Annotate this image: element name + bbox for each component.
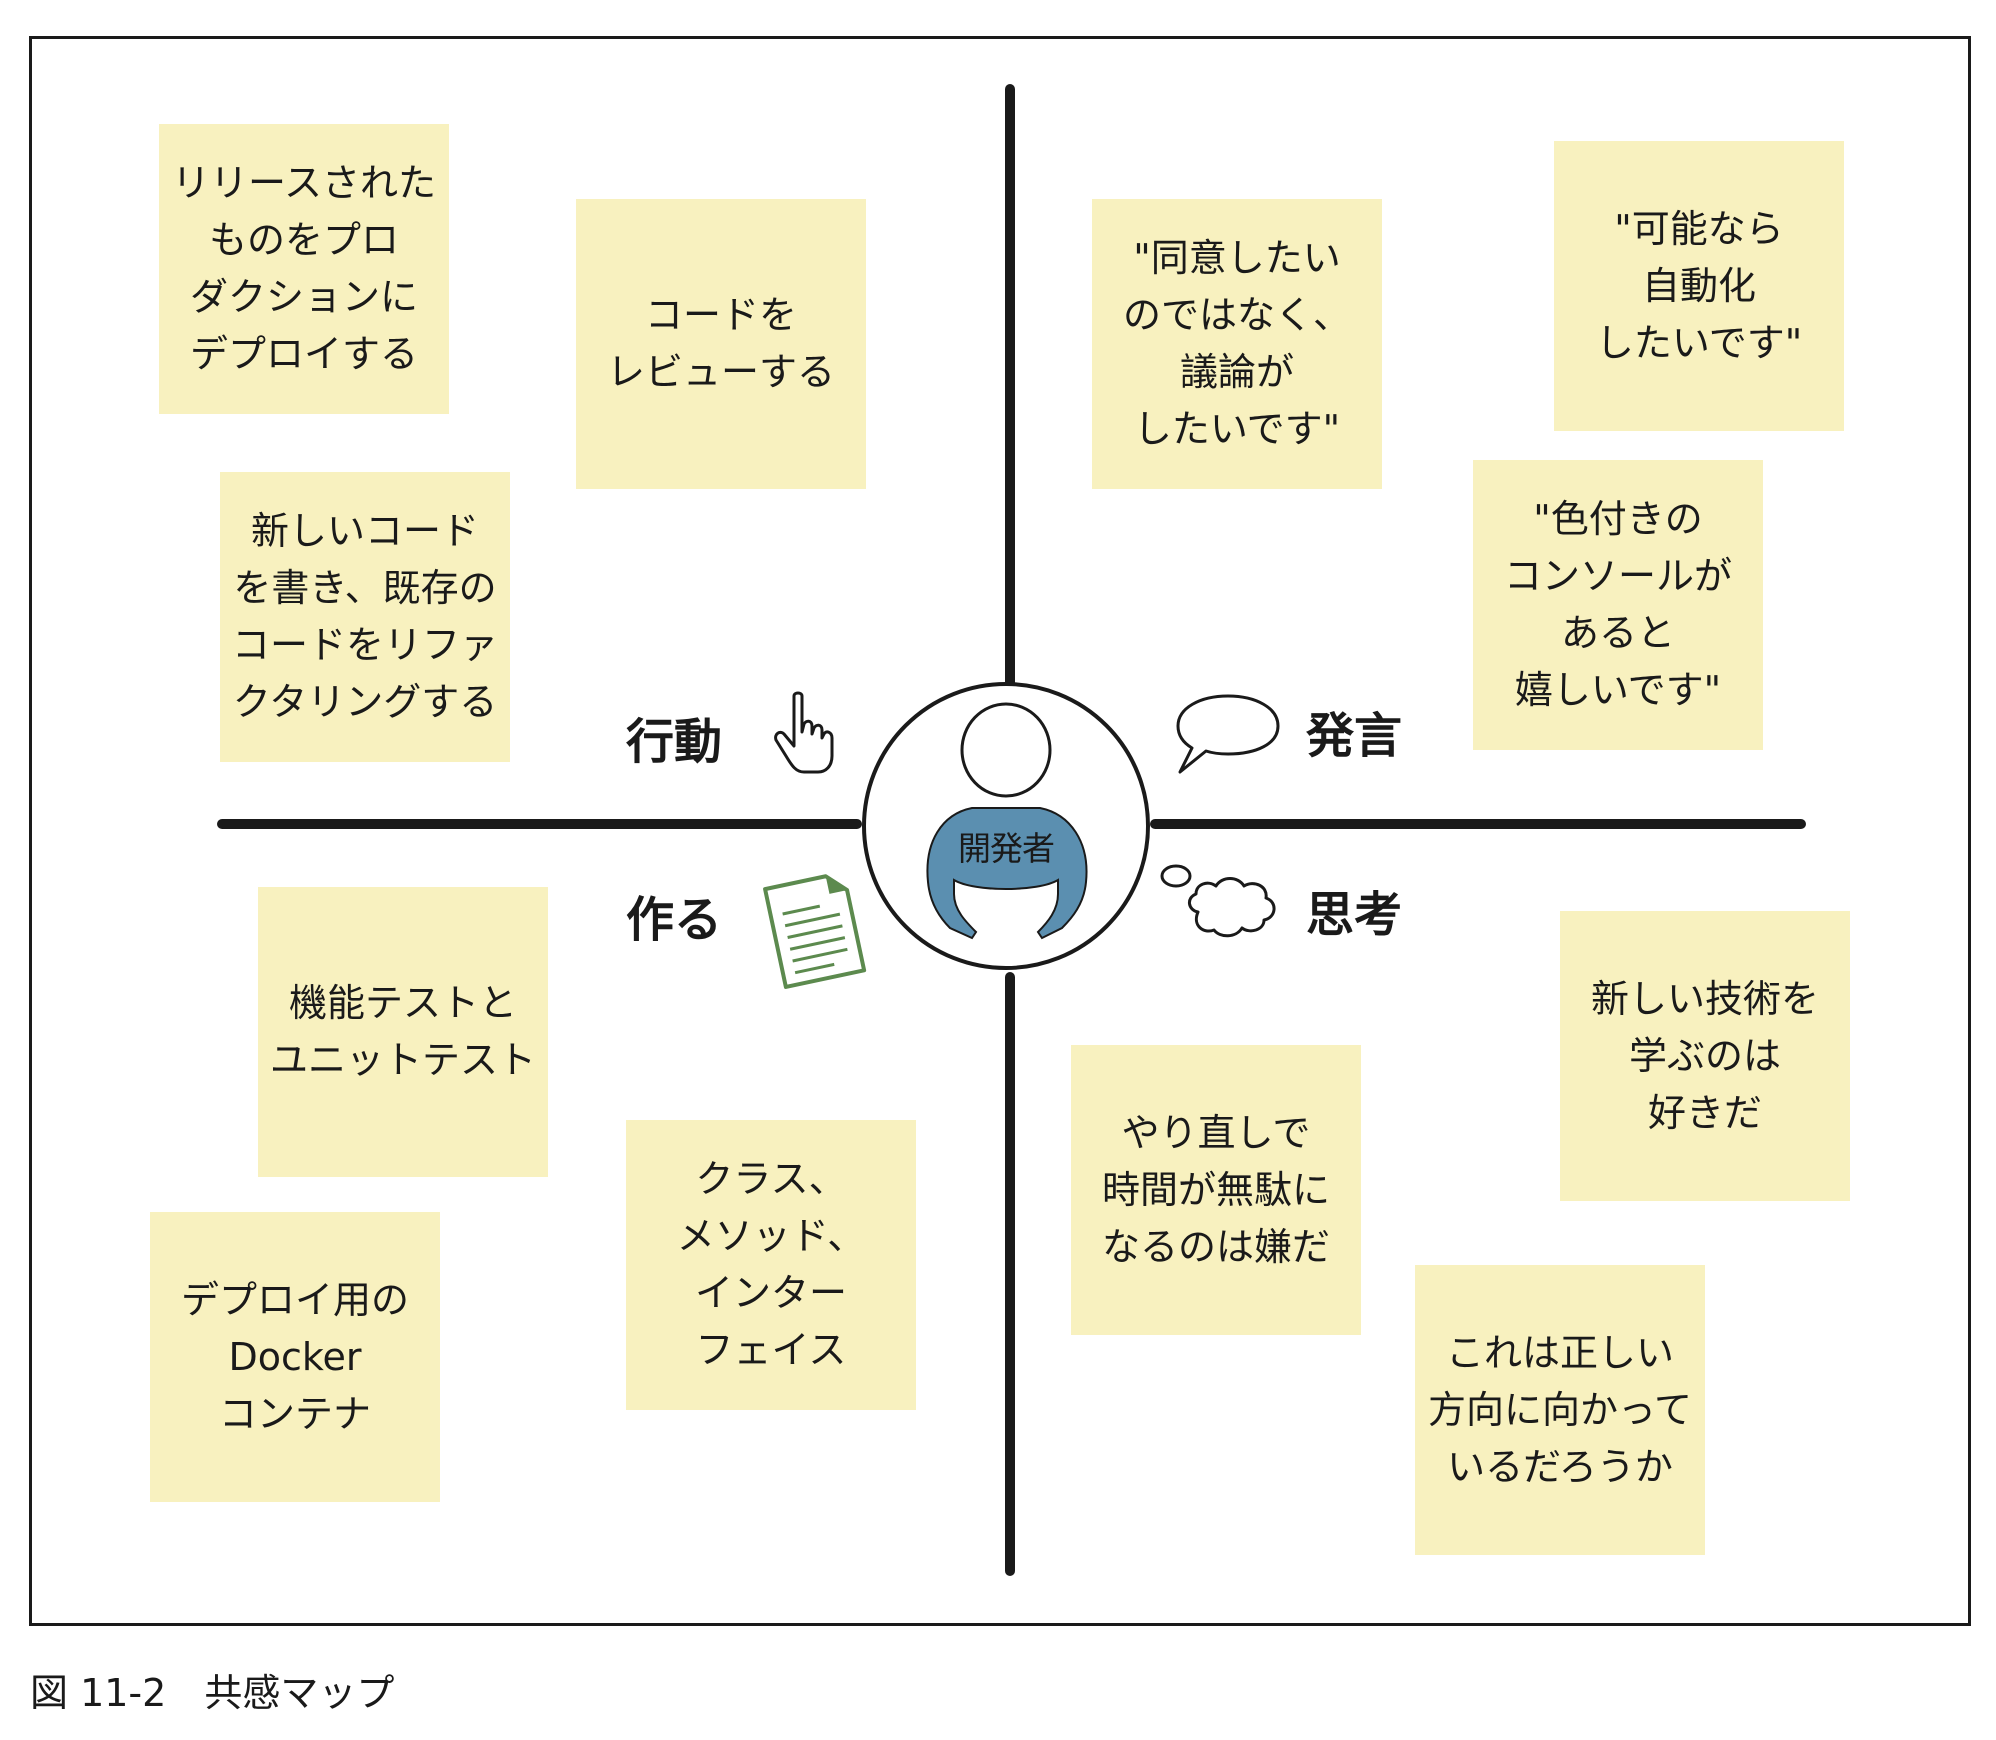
sticky-note-action-1: リリースされた ものをプロ ダクションに デプロイする [159,124,449,414]
note-text: 新しいコード を書き、既存の コードをリファ クタリングする [231,509,498,724]
developer-label: 開発者 [958,829,1055,868]
sticky-note-think-1: 新しい技術を 学ぶのは 好きだ [1560,911,1850,1201]
sticky-note-think-3: これは正しい 方向に向かって いるだろうか [1415,1265,1705,1555]
speech-bubble-icon [1176,694,1280,774]
note-text: "同意したい のではなく、 議論が したいです" [1122,236,1351,451]
sticky-note-speech-3: "色付きの コンソールが あると 嬉しいです" [1473,460,1763,750]
figure-caption: 図 11-2 共感マップ [30,1671,395,1715]
vertical-axis-bottom [1005,972,1015,1576]
sticky-note-make-2: デプロイ用の Docker コンテナ [150,1212,440,1502]
note-text: "色付きの コンソールが あると 嬉しいです" [1503,497,1732,712]
note-text: コードを レビューする [606,293,835,394]
note-text: これは正しい 方向に向かって いるだろうか [1427,1330,1693,1489]
quadrant-label-action: 行動 [626,714,723,770]
person-body [926,807,1088,940]
note-text: デプロイ用の Docker コンテナ [180,1277,409,1436]
horizontal-axis-left [217,819,862,829]
sticky-note-think-2: やり直しで 時間が無駄に なるのは嫌だ [1071,1045,1361,1335]
sticky-note-action-3: 新しいコード を書き、既存の コードをリファ クタリングする [220,472,510,762]
note-text: 新しい技術を 学ぶのは 好きだ [1590,976,1819,1135]
vertical-axis-top [1005,84,1015,692]
document-icon [763,874,867,989]
person-head [960,702,1052,798]
sticky-note-action-2: コードを レビューする [576,199,866,489]
diagram-frame [29,36,1971,1626]
sticky-note-speech-1: "同意したい のではなく、 議論が したいです" [1092,199,1382,489]
note-text: リリースされた ものをプロ ダクションに デプロイする [171,161,437,376]
sticky-note-speech-2: "可能なら 自動化 したいです" [1554,141,1844,431]
note-text: "可能なら 自動化 したいです" [1595,206,1803,365]
quadrant-label-make: 作る [626,892,723,948]
sticky-note-make-1: 機能テストと ユニットテスト [258,887,548,1177]
quadrant-label-speech: 発言 [1306,708,1403,764]
sticky-note-make-3: クラス、 メソッド、 インター フェイス [626,1120,916,1410]
thought-cloud-icon [1160,864,1276,938]
developer-figure-icon [926,702,1088,940]
quadrant-label-think: 思考 [1306,887,1403,943]
pointing-hand-icon [774,691,834,774]
horizontal-axis-right [1150,819,1806,829]
note-text: 機能テストと ユニットテスト [269,981,536,1082]
note-text: クラス、 メソッド、 インター フェイス [676,1157,866,1372]
note-text: やり直しで 時間が無駄に なるのは嫌だ [1101,1110,1330,1269]
